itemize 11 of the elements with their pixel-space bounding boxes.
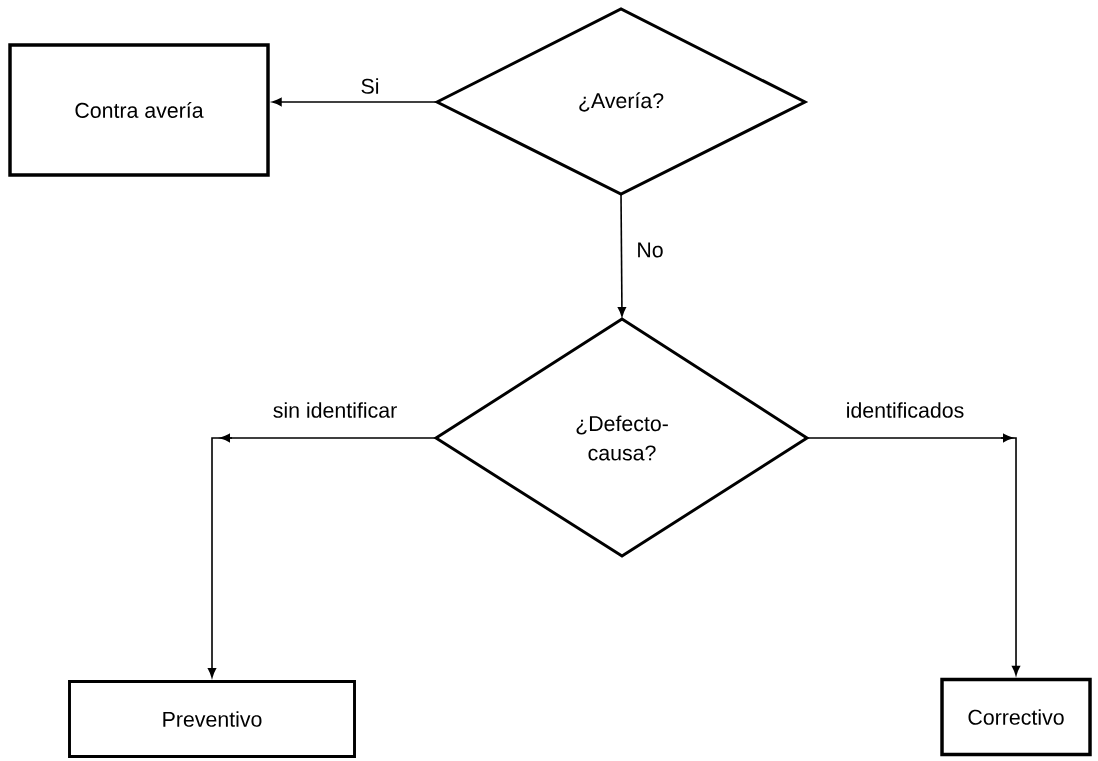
edge-label: sin identificar — [271, 400, 399, 420]
process-box: Contra avería — [8, 43, 270, 177]
edge-label: No — [635, 241, 665, 259]
arrow — [617, 193, 626, 317]
process-box: Preventivo — [68, 680, 356, 758]
edge-label: Si — [359, 76, 381, 96]
arrow — [806, 433, 1021, 676]
process-box: Correctivo — [940, 677, 1092, 757]
arrow — [207, 433, 437, 678]
edge-label: identificados — [844, 400, 966, 420]
arrow — [272, 97, 438, 107]
